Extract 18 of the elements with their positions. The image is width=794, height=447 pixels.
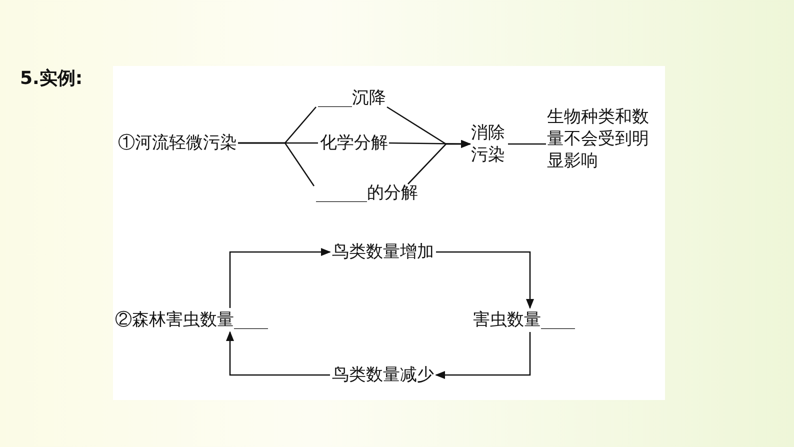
flow-text: 生物种类和数量不会受到明显影响 [547, 106, 651, 172]
flow-text: 害虫数量____ [473, 309, 575, 331]
connector-line [238, 142, 315, 186]
flow-text: ②森林害虫数量____ [115, 309, 268, 331]
flow-text: ①河流轻微污染 [118, 132, 237, 154]
arrow [436, 251, 534, 309]
connector-line [508, 143, 546, 145]
arrow [226, 331, 330, 376]
flow-text: ____沉降 [318, 87, 386, 109]
flow-text: ______的分解 [316, 182, 418, 204]
arrow [229, 248, 331, 308]
flow-text: 消除污染 [471, 122, 507, 166]
flow-text: 鸟类数量增加 [332, 241, 434, 263]
arrow [435, 332, 531, 379]
title: 5.实例: [20, 67, 83, 90]
arrow [408, 140, 471, 184]
flow-text: 鸟类数量减少 [332, 364, 434, 386]
flow-text: 化学分解 [320, 132, 388, 154]
